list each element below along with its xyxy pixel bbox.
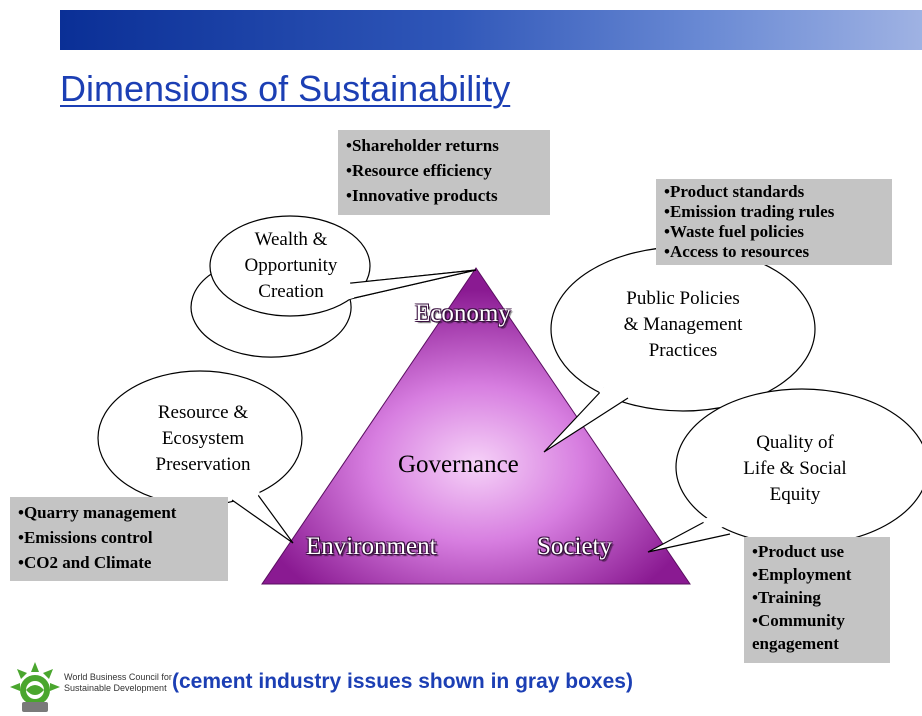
- economy-label: Economy: [415, 300, 511, 327]
- governance-label: Governance: [398, 451, 519, 478]
- society-issues-box: •Product use•Employment•Training•Communi…: [744, 537, 890, 663]
- governance-issues-box: •Product standards•Emission trading rule…: [656, 179, 892, 265]
- economy-issues-box: •Shareholder returns•Resource efficiency…: [338, 130, 550, 215]
- footer-note: (cement industry issues shown in gray bo…: [172, 670, 633, 693]
- wbcsd-logo-icon: [10, 662, 60, 712]
- header-banner: [60, 10, 922, 50]
- environment-issues-box: •Quarry management•Emissions control•CO2…: [10, 497, 228, 581]
- society-label: Society: [537, 533, 612, 560]
- page-title: Dimensions of Sustainability: [60, 68, 511, 109]
- environment-label: Environment: [306, 533, 437, 560]
